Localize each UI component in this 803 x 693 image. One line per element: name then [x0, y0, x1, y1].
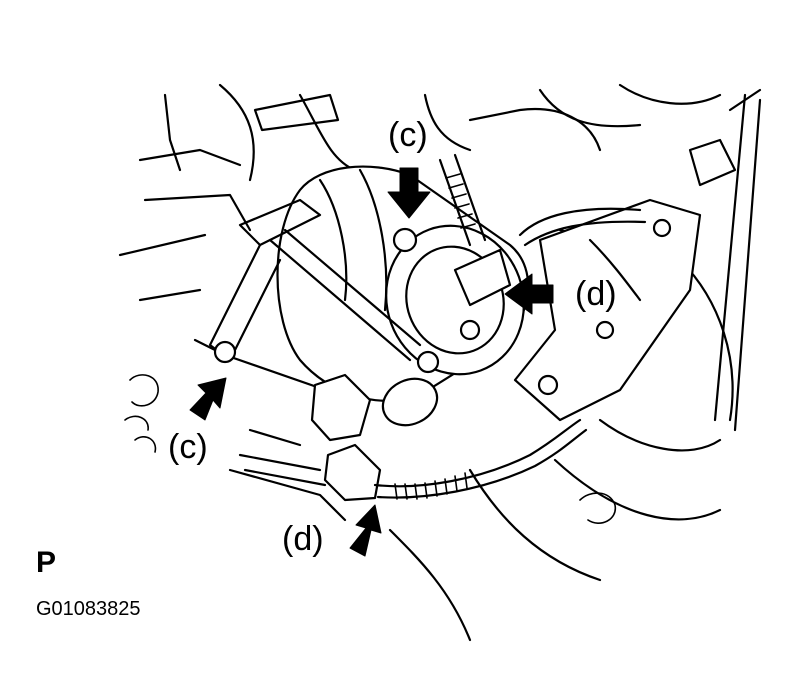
- view-letter: P: [36, 546, 57, 579]
- component-body: [276, 165, 530, 402]
- callout-d-bottom: (d): [282, 520, 324, 558]
- arrow-c-left: [189, 377, 227, 421]
- callout-c-left: (c): [168, 428, 208, 466]
- callout-d-right: (d): [575, 275, 617, 313]
- background-structure: [118, 83, 762, 642]
- connector-harness: [238, 373, 588, 502]
- arrow-d-right: [504, 273, 554, 315]
- hose: [438, 153, 647, 247]
- figure-code: G01083825: [36, 598, 141, 620]
- callout-c-top: (c): [388, 116, 428, 154]
- mounting-bracket: [193, 198, 422, 397]
- bracket-plate: [513, 198, 702, 422]
- callout-arrows: [189, 167, 554, 557]
- arrow-d-bottom: [349, 504, 382, 557]
- arrow-c-top: [387, 167, 431, 219]
